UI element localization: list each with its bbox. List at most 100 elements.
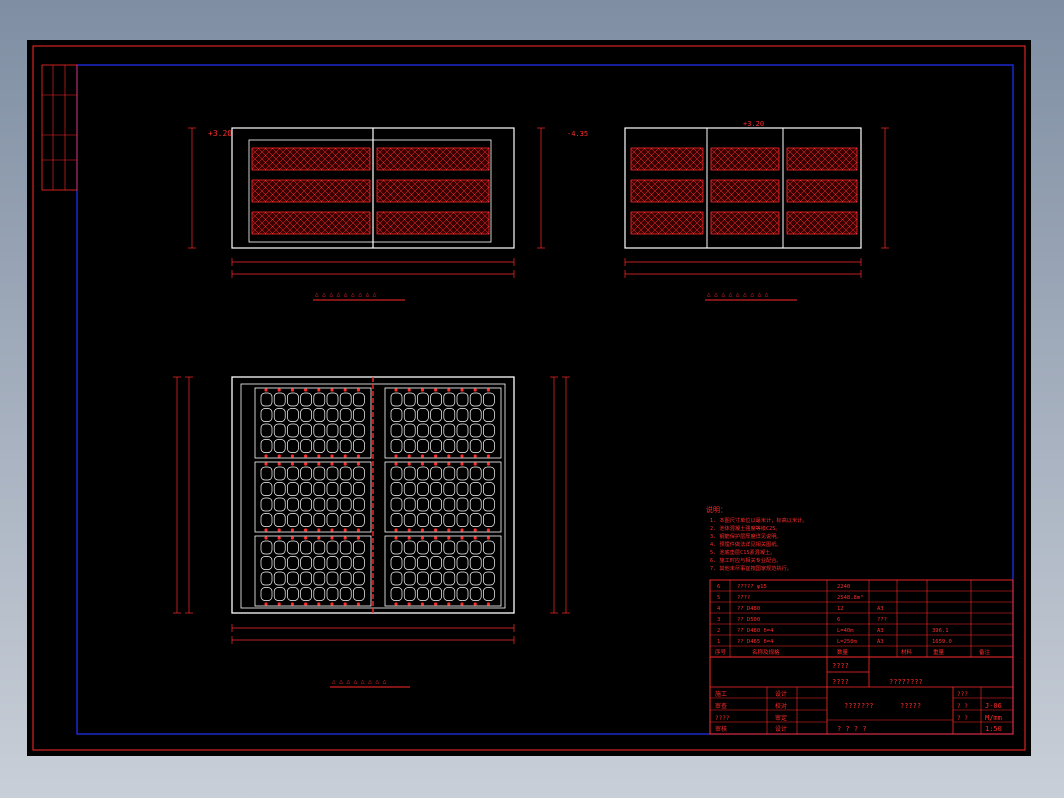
pipe-ring <box>430 587 442 601</box>
pipe-ring <box>417 587 429 601</box>
pipe-ring <box>339 540 352 555</box>
nozzle-marker <box>330 454 334 458</box>
plan-cell <box>254 535 372 607</box>
table-cell: A3 <box>877 639 884 645</box>
nozzle-marker <box>304 462 308 466</box>
table-cell: ?? D480 <box>737 606 760 612</box>
pipe-ring <box>313 392 326 407</box>
pipe-ring <box>273 423 286 438</box>
pipe-ring <box>353 439 365 453</box>
sec2-a-1-hatch-band <box>630 179 704 203</box>
nozzle-marker <box>447 454 451 458</box>
nozzle-marker <box>420 536 424 540</box>
pipe-ring <box>353 497 365 512</box>
pipe-ring <box>300 556 312 570</box>
pipe-ring <box>469 439 482 453</box>
nozzle-marker <box>486 536 490 540</box>
pipe-ring <box>353 392 365 407</box>
pipe-ring <box>443 392 456 407</box>
nozzle-marker <box>330 462 334 466</box>
pipe-ring <box>287 497 299 512</box>
pipe-ring <box>287 392 299 407</box>
nozzle-marker <box>290 454 294 458</box>
nozzle-marker <box>447 528 451 532</box>
pipe-ring <box>483 482 495 496</box>
pipe-ring <box>469 408 482 422</box>
pipe-ring <box>390 497 403 512</box>
pipe-ring <box>403 466 416 481</box>
table-cell: ?? D480 δ=4 <box>737 628 774 634</box>
pipe-ring <box>273 497 286 512</box>
nozzle-marker <box>394 388 398 392</box>
pipe-ring <box>273 571 286 586</box>
pipe-ring <box>469 392 482 407</box>
table-cell: 396.1 <box>932 628 949 634</box>
pipe-ring <box>483 408 495 422</box>
nozzle-marker <box>486 528 490 532</box>
nozzle-marker <box>420 462 424 466</box>
nozzle-marker <box>394 454 398 458</box>
nozzle-marker <box>460 454 464 458</box>
section-view-2 <box>624 127 862 249</box>
pipe-ring <box>260 556 273 570</box>
pipe-ring <box>390 392 403 407</box>
plan-cell <box>254 387 372 459</box>
pipe-ring <box>313 513 326 527</box>
table-cell: 1 <box>717 639 720 645</box>
nozzle-marker <box>460 388 464 392</box>
table-cell: 1659.0 <box>932 639 952 645</box>
pipe-ring <box>443 540 456 555</box>
pipe-ring <box>273 482 286 496</box>
pipe-ring <box>287 408 299 422</box>
table-header-cell: 重量 <box>933 648 945 656</box>
pipe-ring <box>326 439 339 453</box>
level-label-3: +3.20 <box>743 120 764 128</box>
table-header-cell: 材料 <box>901 648 913 656</box>
pipe-ring <box>260 392 273 407</box>
nozzle-marker <box>420 388 424 392</box>
pipe-ring <box>403 408 416 422</box>
pipe-ring <box>390 571 403 586</box>
inner-border <box>76 64 1014 735</box>
nozzle-marker <box>304 536 308 540</box>
section-title-2: △ △ △ △ △ △ △ △ △ <box>705 291 797 301</box>
notes-block: 说明： 1. 本图尺寸单位以毫米计，标高以米计。2. 池体混凝土强度等级C25。… <box>706 505 808 572</box>
pipe-ring <box>313 571 326 586</box>
cad-canvas[interactable]: +3.20 -4.35 +3.20 △ △ △ △ △ △ △ △ △ △ △ … <box>27 40 1031 756</box>
tb-role-4: 审核 <box>715 725 727 733</box>
pipe-ring <box>273 466 286 481</box>
tb-drawing-no: J-06 <box>985 702 1002 710</box>
nozzle-marker <box>460 536 464 540</box>
pipe-ring <box>417 466 429 481</box>
pipe-ring <box>469 466 482 481</box>
nozzle-marker <box>264 536 268 540</box>
pipe-ring <box>403 556 416 570</box>
table-cell: L=250m <box>837 639 858 645</box>
table-cell: 12 <box>837 606 844 612</box>
pipe-ring <box>430 497 442 512</box>
pipe-ring <box>483 513 495 527</box>
nozzle-marker <box>317 462 321 466</box>
nozzle-marker <box>290 602 294 606</box>
pipe-ring <box>300 587 312 601</box>
nozzle-marker <box>277 528 281 532</box>
sec1-left-0-hatch-band <box>251 147 371 171</box>
sec1-right-0-hatch-band <box>376 147 490 171</box>
pipe-ring <box>430 439 442 453</box>
nozzle-marker <box>407 462 411 466</box>
nozzle-marker <box>330 536 334 540</box>
pipe-ring <box>403 423 416 438</box>
nozzle-marker <box>486 388 490 392</box>
pipe-ring <box>339 571 352 586</box>
table-cell: ??? <box>877 617 887 623</box>
pipe-ring <box>417 513 429 527</box>
notes-title: 说明： <box>706 505 727 514</box>
nozzle-marker <box>317 454 321 458</box>
pipe-ring <box>273 556 286 570</box>
nozzle-marker <box>394 462 398 466</box>
nozzle-marker <box>473 602 477 606</box>
nozzle-marker <box>486 602 490 606</box>
nozzle-marker <box>343 602 347 606</box>
nozzle-marker <box>473 462 477 466</box>
pipe-ring <box>300 497 312 512</box>
